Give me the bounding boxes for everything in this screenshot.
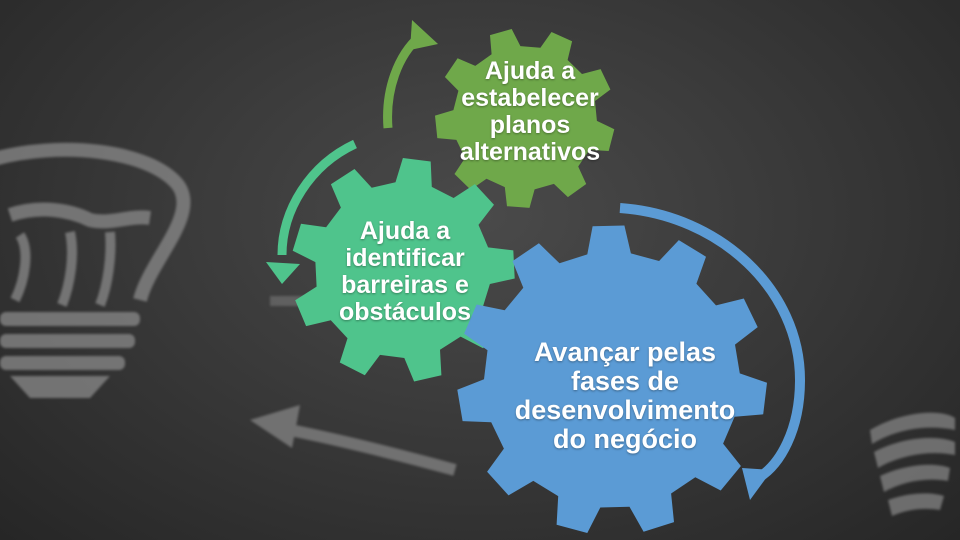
lightbulb-base-icon (0, 312, 140, 398)
curved-arrow-icon (619, 203, 806, 500)
green-gear-shape (435, 29, 615, 208)
lightbulb-base-icon (870, 412, 955, 516)
gear-label-barriers: Ajuda a identificar barreiras e obstácul… (339, 217, 471, 326)
lightbulb-icon (0, 142, 191, 307)
gear-label-plans: Ajuda a estabelecer planos alternativos (459, 57, 601, 166)
curved-arrow-icon (266, 139, 357, 284)
teal-gear-shape (292, 158, 515, 382)
blue-gear-shape (457, 225, 767, 533)
gear-label-development: Avançar pelas fases de desenvolvimento d… (514, 337, 736, 455)
curved-arrow-icon (383, 20, 438, 129)
